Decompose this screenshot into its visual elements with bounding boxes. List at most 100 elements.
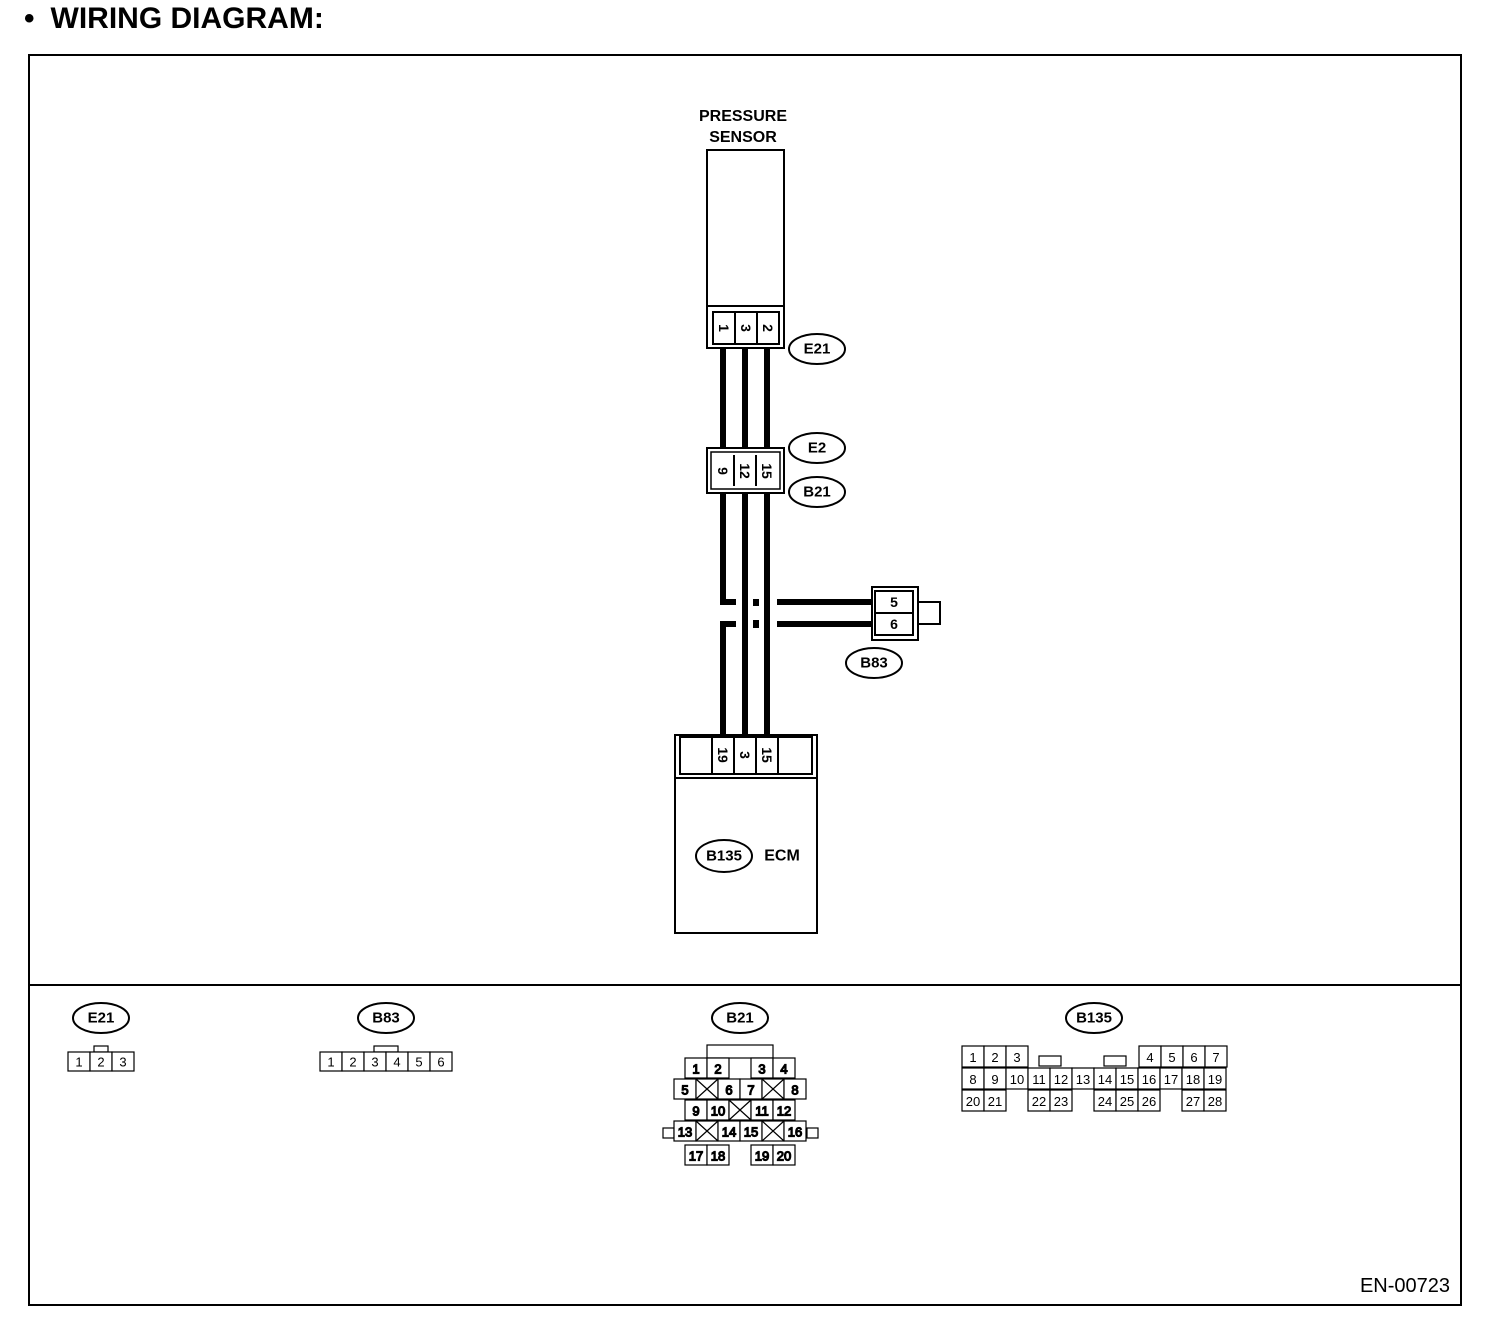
b83-face-pin: 5 — [415, 1055, 422, 1070]
b135-face-pin: 2 — [991, 1050, 998, 1065]
b21-face-cell — [772, 1144, 796, 1166]
b21-face-pin: 8 — [791, 1083, 798, 1098]
b83-pin-label-5: 5 — [890, 594, 898, 610]
b83-face-oval — [357, 1002, 415, 1034]
e21-face-label: E21 — [88, 1010, 115, 1027]
b135-face-label: B135 — [1076, 1010, 1112, 1027]
b135-face-pin: 19 — [1208, 1072, 1222, 1087]
b21-face-pin: 1 — [692, 1062, 699, 1077]
b83-face-latch — [373, 1045, 399, 1053]
b21-face-pin: 6 — [725, 1083, 732, 1098]
b135-face-cell — [1203, 1067, 1227, 1090]
b21-face-pin: 12 — [777, 1104, 791, 1119]
b21-face-pin: 16 — [788, 1125, 802, 1140]
b83-pin-6 — [874, 612, 914, 636]
e2-oval-label: E2 — [808, 440, 826, 457]
b83-face: B83 1 2 3 4 5 6 — [319, 1002, 453, 1072]
pressure-sensor-label-line2: SENSOR — [709, 129, 777, 146]
pressure-sensor-label-line1: PRESSURE — [699, 108, 787, 125]
b135-pin-label-15: 15 — [759, 747, 775, 763]
b135-pin-label-19: 19 — [715, 747, 731, 763]
b21-face-cell — [706, 1144, 730, 1166]
wires-upper — [720, 348, 770, 448]
b21-face-oval — [711, 1002, 769, 1034]
e21-oval-label: E21 — [804, 341, 831, 358]
b135-face-pin: 7 — [1212, 1050, 1219, 1065]
b135-face-cell — [1005, 1045, 1029, 1068]
b135-face-pin: 23 — [1054, 1094, 1068, 1109]
b135-face-pin: 24 — [1098, 1094, 1112, 1109]
b135-face-cell — [1203, 1089, 1227, 1112]
b135-face-cell — [1204, 1045, 1228, 1068]
b135-face-pin: 21 — [988, 1094, 1002, 1109]
b135-connector-face — [679, 736, 813, 775]
b21-face-pin: 14 — [722, 1125, 736, 1140]
b83-oval — [845, 647, 903, 679]
b135-face-pin: 28 — [1208, 1094, 1222, 1109]
b21-face-pin: 13 — [678, 1125, 692, 1140]
b21-face-pin: 18 — [711, 1149, 725, 1164]
b135-face-pin: 6 — [1190, 1050, 1197, 1065]
b21-face-pin: 11 — [755, 1104, 769, 1119]
b135-face-pin: 10 — [1010, 1072, 1024, 1087]
b21-face-pin: 7 — [747, 1083, 754, 1098]
b135-face-cell — [1049, 1089, 1073, 1112]
b135-face-pin: 9 — [991, 1072, 998, 1087]
b21-face-cell — [783, 1120, 807, 1142]
heading-title: WIRING DIAGRAM: — [50, 2, 324, 35]
b21-face-side-latch-left — [662, 1127, 675, 1139]
b135-face-pin: 11 — [1032, 1072, 1046, 1087]
b83-face-pin: 6 — [437, 1055, 444, 1070]
heading-bullet: • — [24, 2, 35, 35]
b21-oval-label: B21 — [803, 484, 831, 501]
b21-face-pin: 9 — [692, 1104, 699, 1119]
e21-face-pin: 1 — [75, 1055, 82, 1070]
b21-face-pin: 20 — [777, 1149, 791, 1164]
b135-face-pin: 17 — [1164, 1072, 1178, 1087]
e21-pin-label-2: 3 — [738, 324, 754, 332]
b21-face-cell — [772, 1057, 796, 1079]
b21-face-pin: 2 — [714, 1062, 721, 1077]
b21-face-label: B21 — [726, 1010, 754, 1027]
b135-face-oval — [1065, 1002, 1123, 1034]
e2-b21-housing-inner — [710, 451, 781, 490]
e2-b21-pin-label-9: 9 — [715, 467, 731, 475]
e21-pin-label-3: 2 — [760, 324, 776, 332]
pressure-sensor: PRESSURE SENSOR 1 3 2 E21 — [699, 108, 846, 365]
b135-face-pin: 22 — [1032, 1094, 1046, 1109]
e2-oval — [788, 432, 846, 464]
e21-face: E21 1 2 3 — [67, 1002, 135, 1072]
b135-oval — [695, 839, 753, 873]
b21-face-cell — [783, 1078, 807, 1100]
b135-face-pin: 12 — [1054, 1072, 1068, 1087]
b83-connector: 5 6 B83 — [845, 586, 941, 679]
b135-face-latch-left — [1038, 1055, 1062, 1067]
b135-face-cell — [1137, 1089, 1161, 1112]
page-heading: • WIRING DIAGRAM: — [24, 2, 324, 36]
diagram-code: EN-00723 — [1360, 1275, 1450, 1297]
b135-face-pin: 26 — [1142, 1094, 1156, 1109]
e21-pin-2 — [756, 311, 780, 345]
b21-face-side-latch-right — [806, 1127, 819, 1139]
b135-oval-label: B135 — [706, 848, 742, 865]
b21-face-blank-mark — [695, 1078, 719, 1100]
b135-face-pin: 15 — [1120, 1072, 1134, 1087]
b135-face-pin: 14 — [1098, 1072, 1112, 1087]
pressure-sensor-body — [706, 149, 785, 307]
b21-face-pin: 15 — [744, 1125, 758, 1140]
b135-face-pin: 1 — [969, 1050, 976, 1065]
b21-face-blank-mark — [761, 1120, 785, 1142]
e21-face-oval — [72, 1002, 130, 1034]
b83-pin-label-6: 6 — [890, 616, 898, 632]
e21-face-pin: 2 — [97, 1055, 104, 1070]
e21-face-latch — [93, 1045, 109, 1053]
b83-face-pin: 4 — [393, 1055, 400, 1070]
b21-face-latch — [706, 1044, 774, 1059]
b83-oval-label: B83 — [860, 655, 888, 672]
b21-face-pin: 17 — [689, 1149, 703, 1164]
b21-face-pin: 10 — [711, 1104, 725, 1119]
e21-face-pin: 3 — [119, 1055, 126, 1070]
b21-face-cell — [772, 1099, 796, 1121]
